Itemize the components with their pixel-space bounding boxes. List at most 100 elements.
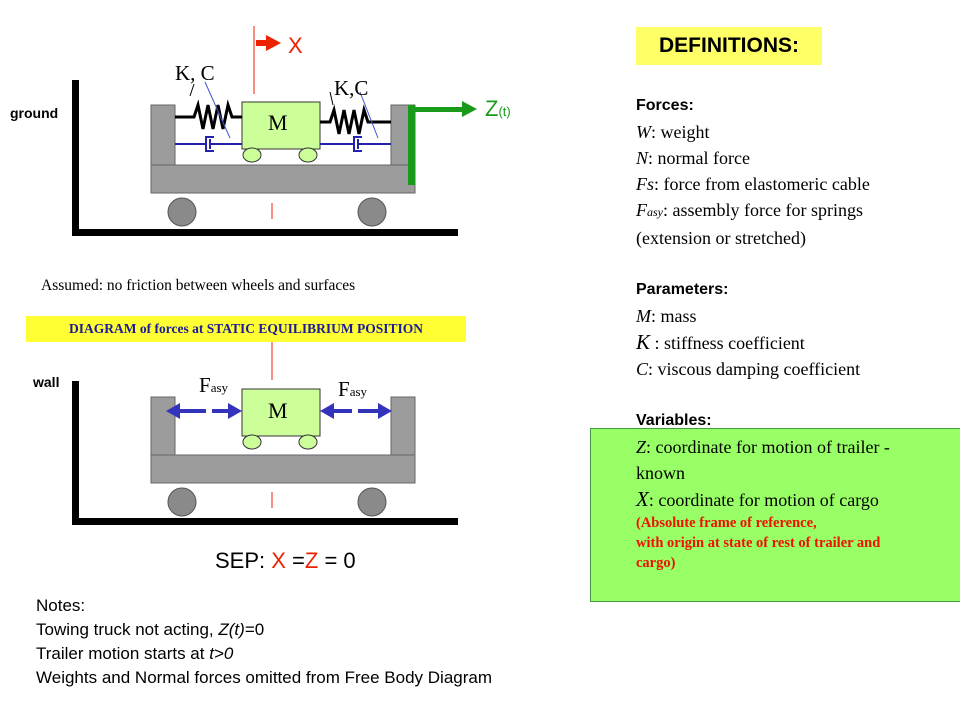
param-m-desc: : mass: [651, 306, 697, 326]
towing-bar: [408, 105, 415, 185]
z-arrow-head: [462, 101, 477, 117]
ground-floor: [72, 229, 458, 236]
force-item-fasy: Fasy: assembly force for springs: [636, 197, 890, 225]
notes-line-3: Weights and Normal forces omitted from F…: [36, 668, 493, 687]
parameters-heading: Parameters:: [636, 281, 729, 298]
static-trailer-bed: [150, 454, 416, 484]
static-wheel-left: [167, 487, 197, 517]
force-item-n: N: normal force: [636, 145, 890, 171]
force-fasy-desc: : assembly force for springs: [663, 200, 863, 220]
ground-label: ground: [10, 105, 59, 121]
k-c-left-pointer-spring: [189, 83, 195, 97]
right-spring: [320, 104, 391, 135]
z-coordinate-label: Z(t): [485, 96, 511, 122]
sep-prefix: SEP:: [215, 548, 272, 573]
z-label-sub: (t): [498, 104, 511, 119]
x-arrow-head: [266, 35, 281, 51]
notes-line-2-prefix: Trailer motion starts at: [36, 644, 210, 663]
notes-line-1-suffix: =0: [244, 620, 265, 639]
param-m-sym: M: [636, 306, 651, 326]
spring-right-label: K,C: [334, 76, 369, 100]
left-spring: [175, 99, 242, 130]
fasy-left-label: Fasy: [199, 373, 228, 398]
var-x-desc: : coordinate for motion of cargo: [648, 490, 879, 510]
notes-title: Notes:: [36, 596, 86, 615]
var-item-z-cont: known: [636, 463, 685, 483]
sep-x: X: [271, 548, 286, 573]
wall-vertical: [72, 381, 79, 522]
ground-vertical-wall: [72, 80, 79, 232]
force-w-desc: : weight: [651, 122, 710, 142]
force-fs-desc: : force from elastomeric cable: [654, 174, 870, 194]
wall-label: wall: [33, 374, 60, 390]
static-equilibrium-diagram: [72, 342, 458, 525]
z-arrow-shaft: [410, 107, 464, 112]
left-damper: [175, 136, 242, 152]
notes-line-2-em: t>0: [209, 644, 234, 663]
force-fasy-sym: F: [636, 200, 647, 220]
force-item-fasy-cont: (extension or stretched): [636, 228, 806, 248]
sep-eq2: = 0: [318, 548, 356, 573]
cargo-mass-block: [241, 101, 321, 150]
notes-line-1-em: Z(t): [218, 620, 245, 639]
param-k-sym: K: [636, 330, 651, 354]
trailer-left-post: [150, 104, 176, 166]
frame-note-2: with origin at state of rest of trailer …: [636, 535, 881, 551]
force-item-fs: Fs: force from elastomeric cable: [636, 171, 890, 197]
param-item-k: K : stiffness coefficient: [636, 329, 890, 356]
static-wheel-right: [357, 487, 387, 517]
frame-note-1: (Absolute frame of reference,: [636, 515, 817, 531]
variables-heading: Variables:: [636, 412, 712, 429]
sep-eq1: =: [285, 548, 305, 573]
var-item-z: Z: coordinate for motion of trailer -: [636, 434, 890, 460]
fasy-arrows-left: [166, 403, 242, 419]
spacer-2: [636, 382, 890, 408]
spring-left-label: K, C: [175, 61, 215, 85]
cargo-wheel-left: [242, 147, 262, 163]
k-c-left-pointer-damper: [204, 81, 231, 139]
fasy-left-main: F: [199, 373, 211, 397]
force-fs-sym: Fs: [636, 174, 654, 194]
k-c-right-pointer-spring: [329, 91, 334, 106]
notes-line-2: Trailer motion starts at t>0: [36, 642, 492, 666]
trailer-wheel-right: [357, 197, 387, 227]
fasy-right-label: Fasy: [338, 377, 367, 402]
k-c-right-pointer-damper: [359, 91, 379, 139]
trailer-bed: [150, 164, 416, 194]
frame-note-3: cargo): [636, 555, 676, 571]
force-item-w: W: weight: [636, 119, 890, 145]
wall-floor: [72, 518, 458, 525]
force-w-sym: W: [636, 122, 651, 142]
definitions-title: DEFINITIONS:: [636, 27, 822, 65]
notes-block: Notes: Towing truck not acting, Z(t)=0 T…: [36, 594, 492, 690]
force-fasy-sub: asy: [647, 205, 663, 219]
assumption-text: Assumed: no friction between wheels and …: [41, 277, 356, 294]
var-z-desc: : coordinate for motion of trailer -: [646, 437, 890, 457]
static-mass-label: M: [268, 398, 288, 423]
x-arrow-shaft: [256, 40, 266, 46]
spacer-1: [636, 251, 890, 277]
force-n-sym: N: [636, 148, 649, 168]
force-n-desc: : normal force: [648, 148, 750, 168]
mass-label: M: [268, 110, 288, 135]
fasy-right-sub: asy: [349, 384, 368, 399]
var-x-sym: X: [636, 487, 649, 511]
param-k-desc: : stiffness coefficient: [650, 333, 805, 353]
sep-z: Z: [304, 548, 319, 573]
static-cargo-mass-block: [241, 388, 321, 437]
sep-equation: SEP: X =Z = 0: [215, 548, 356, 574]
param-item-m: M: mass: [636, 303, 890, 329]
z-label-main: Z: [485, 96, 499, 121]
fasy-left-sub: asy: [210, 380, 229, 395]
cargo-wheel-right: [298, 147, 318, 163]
param-c-desc: : viscous damping coefficient: [648, 359, 861, 379]
trailer-wheel-left: [167, 197, 197, 227]
fasy-right-main: F: [338, 377, 350, 401]
static-diagram-banner: DIAGRAM of forces at STATIC EQUILIBRIUM …: [26, 316, 466, 342]
static-trailer-right-post: [390, 396, 416, 456]
var-item-x: X: coordinate for motion of cargo: [636, 486, 890, 513]
right-damper: [320, 136, 391, 152]
forces-heading: Forces:: [636, 97, 694, 114]
definitions-list: Forces: W: weight N: normal force Fs: fo…: [636, 93, 890, 573]
